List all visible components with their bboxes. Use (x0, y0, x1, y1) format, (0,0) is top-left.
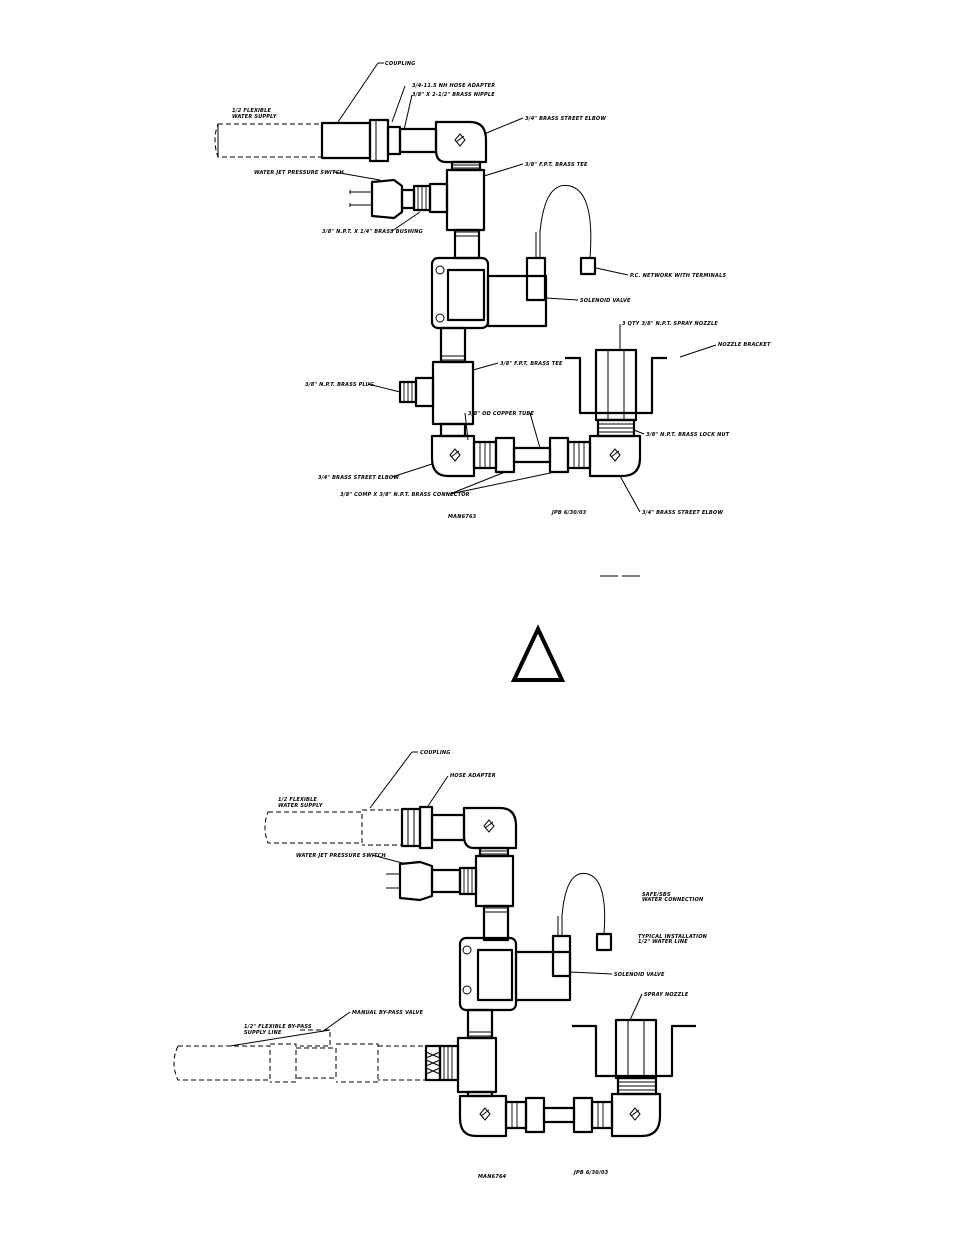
nozzle-bracket (565, 356, 667, 415)
street-elbow-left (430, 434, 476, 478)
brass-tee-mid-2 (438, 1036, 498, 1094)
leader-lines-2 (229, 751, 643, 1047)
brass-connector-left (472, 436, 516, 474)
label-drawn-by-1: JPB 6/30/03 (551, 510, 587, 516)
label-street-elbow-right: 3/4" BRASS STREET ELBOW (642, 510, 723, 516)
label-lock-nut: 3/8" N.P.T. BRASS LOCK NUT (646, 432, 730, 438)
brass-tee-mid (414, 360, 475, 426)
label-nozzle-bracket: NOZZLE BRACKET (718, 342, 771, 348)
label-street-elbow-left: 3/4" BRASS STREET ELBOW (318, 475, 399, 481)
diagram-2: COUPLING HOSE ADAPTER 1/2 FLEXIBLE WATER… (173, 750, 708, 1180)
label-brass-tee-top: 3/8" F.P.T. BRASS TEE (525, 162, 588, 168)
label-spray-nozzle-2: SPRAY NOZZLE (644, 992, 689, 998)
solenoid-valve (430, 230, 548, 330)
label-typical-1: TYPICAL INSTALLATION (638, 934, 708, 940)
leader-lines (333, 62, 717, 513)
brass-connector-right (548, 436, 592, 474)
brass-tee-top (428, 168, 486, 232)
label-copper-tube: 3/8" OD COPPER TUBE (468, 411, 534, 417)
brass-plug (398, 380, 418, 404)
street-elbow-right (588, 434, 642, 478)
label-hose-adapter: 3/4-11.5 NH HOSE ADAPTER (412, 83, 495, 89)
label-bypass-line-1: 1/2" FLEXIBLE BY-PASS (244, 1024, 312, 1030)
label-flexible-supply-2: WATER SUPPLY (232, 114, 278, 120)
label-typical-2: 1/2" WATER LINE (638, 939, 688, 945)
label-solenoid-2: SOLENOID VALVE (614, 972, 665, 978)
brass-tee-top-2 (458, 854, 515, 908)
street-elbow-right-2 (610, 1092, 662, 1138)
label-connector: 3/8" COMP X 3/8" N.P.T. BRASS CONNECTOR (340, 492, 470, 498)
solenoid-valve-2 (458, 914, 572, 1012)
bypass-supply-line (173, 1029, 427, 1083)
label-street-elbow-top: 3/4" BRASS STREET ELBOW (525, 116, 606, 122)
warning-triangle-icon (510, 624, 566, 682)
label-coupling-2: COUPLING (420, 750, 451, 756)
label-brass-plug: 3/8" N.P.T. BRASS PLUG (305, 382, 374, 388)
street-elbow-top (434, 120, 488, 164)
label-coupling: COUPLING (385, 61, 416, 67)
label-spray-nozzle: 3 QTY 3/8" N.P.T. SPRAY NOZZLE (622, 321, 718, 327)
label-hose-adapter-2: HOSE ADAPTER (450, 773, 496, 779)
pressure-switch (349, 178, 416, 220)
street-elbow-top-2 (462, 806, 518, 850)
brass-bushing (412, 184, 432, 212)
label-drawn-by-2: JPB 6/30/03 (573, 1170, 609, 1176)
label-brass-tee-mid: 3/8" F.P.T. BRASS TEE (500, 361, 563, 367)
label-brass-nipple: 3/8" X 2-1/2" BRASS NIPPLE (412, 92, 495, 98)
brass-nipple (386, 125, 438, 156)
label-solenoid: SOLENOID VALVE (580, 298, 631, 304)
label-bypass-valve: MANUAL BY-PASS VALVE (352, 1010, 424, 1016)
label-safe-2: WATER CONNECTION (642, 897, 704, 903)
label-flexible-supply-1: 1/2 FLEXIBLE (232, 108, 271, 114)
label-bypass-line-2: SUPPLY LINE (244, 1030, 282, 1036)
label-network: P.C. NETWORK WITH TERMINALS (630, 273, 726, 279)
label-drawing-id-1: MAN6763 (448, 514, 477, 520)
label-flexible-supply-2a: 1/2 FLEXIBLE (278, 797, 317, 803)
label-flexible-supply-2b: WATER SUPPLY (278, 803, 324, 809)
copper-tube-2 (542, 1106, 576, 1124)
flexible-water-supply-2 (264, 811, 363, 844)
copper-tube (512, 446, 552, 464)
label-safe-1: SAFE/SBS (642, 892, 671, 898)
spray-nozzle (594, 348, 638, 422)
pressure-switch-2 (386, 860, 462, 902)
flexible-water-supply (214, 123, 323, 158)
diagram-1: COUPLING 3/4-11.5 NH HOSE ADAPTER 3/8" X… (214, 61, 771, 520)
label-drawing-id-2: MAN6764 (478, 1174, 507, 1180)
coupling (320, 118, 390, 163)
pc-network (539, 184, 597, 276)
street-elbow-left-2 (458, 1094, 508, 1138)
label-pressure-switch-2: WATER JET PRESSURE SWITCH (296, 853, 386, 859)
hose-adapter-2 (418, 805, 434, 850)
nozzle-bracket-2 (572, 1024, 696, 1078)
coupling-2 (362, 807, 422, 848)
spray-nozzle-2 (614, 1018, 658, 1080)
network-cable-2 (561, 872, 613, 952)
label-bushing: 3/8" N.P.T. X 1/4" BRASS BUSHING (322, 229, 423, 235)
label-pressure-switch: WATER JET PRESSURE SWITCH (254, 170, 344, 176)
braided-connector (424, 1044, 442, 1082)
